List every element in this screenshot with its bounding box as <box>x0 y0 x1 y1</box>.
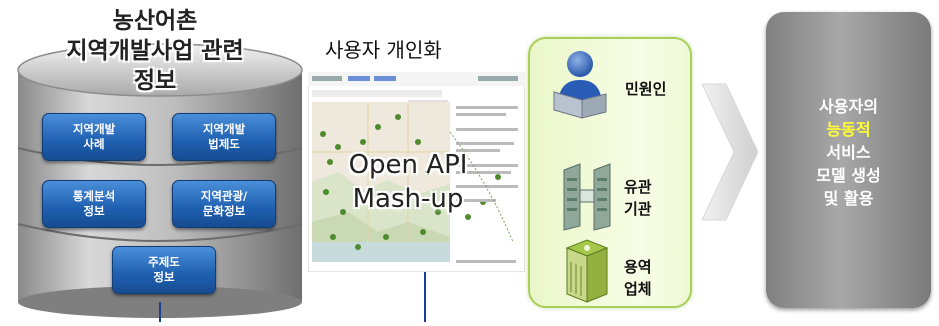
office-building-icon <box>560 160 615 232</box>
tile-tourism-culture-info: 지역관광/문화정보 <box>172 180 276 228</box>
result-line-4: 모델 생성 <box>816 166 881 185</box>
map-screenshot-image <box>307 71 526 273</box>
tile-line: 지역개발 <box>202 122 246 136</box>
tile-line: 사례 <box>83 137 105 151</box>
result-line-highlight: 능동적 <box>826 120 871 139</box>
tile-line: 지역관광/ <box>200 189 248 203</box>
map-overlay-line-2: Mash-up <box>352 184 464 214</box>
database-title-line-2: 지역개발사업 관련 <box>66 38 244 64</box>
result-line-3: 서비스 <box>826 143 871 162</box>
tile-line: 문화정보 <box>202 204 246 218</box>
result-text: 사용자의 능동적 서비스 모델 생성 및 활용 <box>766 95 931 210</box>
map-screenshot <box>307 71 526 273</box>
tile-line: 법제도 <box>208 137 240 151</box>
tile-line: 통계분석 <box>72 189 116 203</box>
tile-line: 정보 <box>83 204 105 218</box>
tile-line: 지역개발 <box>72 122 116 136</box>
map-connector-line <box>424 272 426 322</box>
actor-label-line: 용역 <box>624 258 652 276</box>
person-laptop-icon <box>548 48 610 120</box>
database-title: 농산어촌 지역개발사업 관련 정보 <box>30 6 280 96</box>
map-panel-title: 사용자 개인화 <box>325 38 442 62</box>
actor-label-line: 민원인 <box>625 80 667 98</box>
tile-line: 정보 <box>153 270 175 284</box>
result-line-5: 및 활용 <box>823 189 874 208</box>
map-overlay-text: Open API Mash-up <box>328 148 488 216</box>
actor-label-line: 업체 <box>624 280 652 298</box>
tile-line: 주제도 <box>148 255 180 269</box>
server-tower-icon <box>561 234 613 304</box>
database-title-line-1: 농산어촌 <box>112 8 198 34</box>
actor-label-line: 기관 <box>624 200 652 218</box>
map-overlay-line-1: Open API <box>348 150 468 180</box>
result-line-1: 사용자의 <box>819 97 878 116</box>
actor-label-agency: 유관 기관 <box>624 176 652 220</box>
database-title-line-3: 정보 <box>133 68 177 94</box>
actor-label-line: 유관 <box>624 178 652 196</box>
actor-label-civil: 민원인 <box>625 78 666 100</box>
chevron-right-icon <box>700 82 760 222</box>
result-box <box>766 12 931 308</box>
actor-label-contractor: 용역 업체 <box>624 256 652 300</box>
